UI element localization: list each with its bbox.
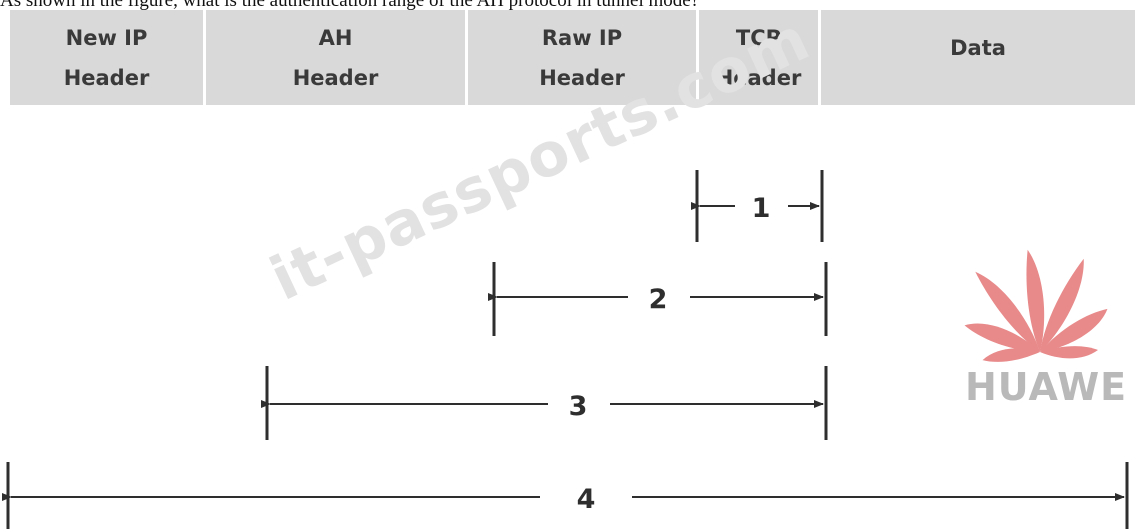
header-cell-line: Header — [715, 65, 802, 90]
header-cell-new-ip: New IP Header — [10, 10, 206, 105]
range-4-label: 4 — [577, 484, 596, 515]
header-cell-line: Header — [539, 65, 625, 90]
header-cell-line: New IP — [65, 25, 148, 50]
huawei-logo-icon — [964, 249, 1108, 362]
header-cell-line: Header — [63, 65, 150, 90]
question-text: As shown in the figure, what is the auth… — [0, 0, 700, 11]
range-3: 3 — [261, 366, 828, 440]
range-2: 2 — [488, 262, 828, 336]
header-cell-line: Header — [292, 65, 379, 90]
header-cell-data: Data — [821, 10, 1135, 105]
header-cell-line: Raw IP — [541, 25, 623, 50]
range-2-label: 2 — [649, 284, 668, 315]
header-cell-line: Data — [950, 36, 1006, 60]
range-3-label: 3 — [569, 391, 588, 422]
range-1-label: 1 — [752, 193, 771, 224]
packet-header-row: New IP Header AH Header Raw IP Header TC… — [10, 10, 1135, 105]
header-cell-raw-ip: Raw IP Header — [468, 10, 699, 105]
header-cell-ah: AH Header — [206, 10, 468, 105]
huawei-logo-text: HUAWE — [965, 365, 1128, 409]
header-cell-line: AH — [318, 25, 353, 50]
range-1: 1 — [691, 170, 824, 242]
header-cell-line: TCP — [735, 25, 782, 50]
range-4: 4 — [1, 462, 1129, 529]
header-cell-tcp: TCP Header — [699, 10, 821, 105]
